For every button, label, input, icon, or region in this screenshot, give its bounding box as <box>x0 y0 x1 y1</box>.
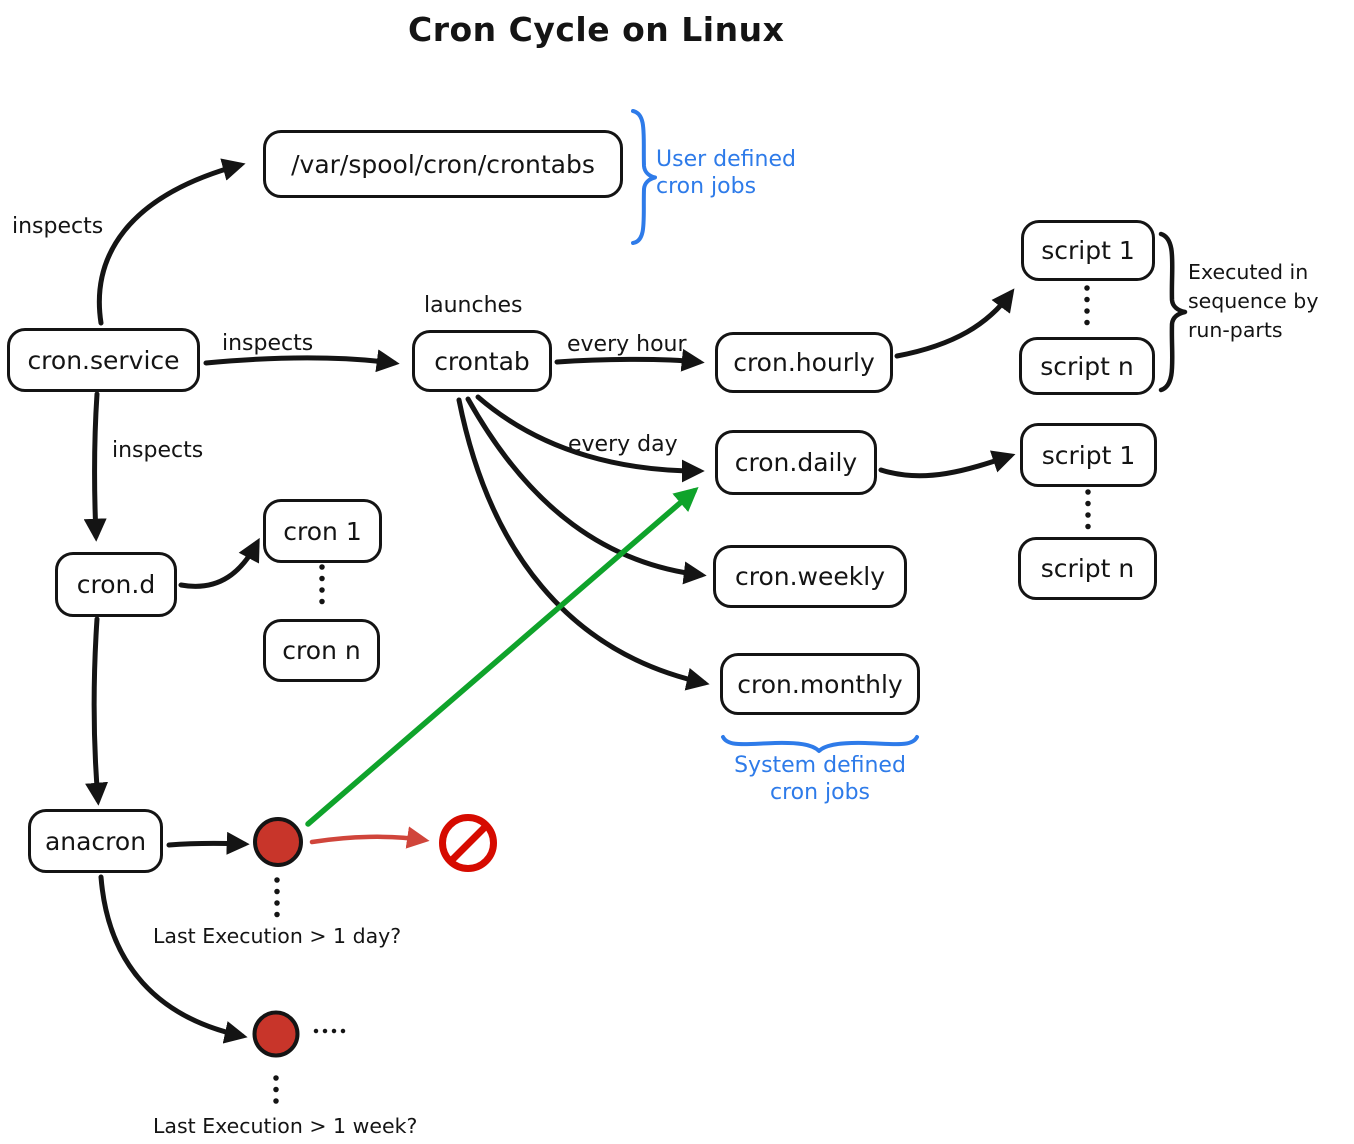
node-hourly-script-n-label: script n <box>1040 351 1134 381</box>
label-launches: launches <box>424 293 523 318</box>
node-cron-monthly-label: cron.monthly <box>737 669 903 699</box>
node-cron-n-label: cron n <box>282 636 361 665</box>
arrow-crontab-to-cron-hourly <box>554 348 705 372</box>
node-daily-script-n-label: script n <box>1040 554 1135 583</box>
node-cron-1-label: cron 1 <box>283 516 362 546</box>
arrow-day-check-to-skip <box>309 826 430 849</box>
label-inspects-cron-d: inspects <box>112 438 204 463</box>
arrow-anacron-to-week-check <box>98 874 248 1044</box>
node-cron-d-label: cron.d <box>76 570 156 599</box>
label-every-day: every day <box>568 432 678 457</box>
node-daily-script-1: script 1 <box>1020 423 1157 487</box>
node-hourly-script-n: script n <box>1019 337 1155 395</box>
arrow-day-check-to-cron-daily <box>305 487 699 827</box>
node-cron-weekly-label: cron.weekly <box>735 562 885 591</box>
arrow-crontab-to-cron-weekly <box>465 396 707 585</box>
annotation-run-parts: Executed in sequence by run-parts <box>1188 258 1318 345</box>
node-cron-service: cron.service <box>7 328 200 392</box>
node-cron-1: cron 1 <box>263 499 382 563</box>
page-title: Cron Cycle on Linux <box>408 10 785 49</box>
arrow-cron-hourly-to-script1 <box>894 288 1015 359</box>
arrow-cron-service-to-cron-d <box>83 391 107 542</box>
node-crontabs-file-label: /var/spool/cron/crontabs <box>291 149 595 179</box>
run-parts-brace <box>1158 231 1188 393</box>
arrow-crontab-to-cron-monthly <box>456 397 710 691</box>
annotation-user-defined-line1: User defined <box>656 147 796 172</box>
arrow-cron-d-to-anacron <box>85 616 109 806</box>
label-every-hour: every hour <box>567 332 687 357</box>
node-crontab: crontab <box>412 330 552 392</box>
node-daily-script-1-label: script 1 <box>1041 440 1136 470</box>
arrow-crontab-to-cron-daily <box>475 394 705 483</box>
annotation-run-parts-line3: run-parts <box>1188 318 1283 342</box>
annotation-run-parts-line1: Executed in <box>1188 260 1309 284</box>
system-defined-brace <box>721 735 919 753</box>
node-daily-script-n: script n <box>1018 537 1157 600</box>
user-defined-brace <box>631 109 657 245</box>
annotation-user-defined: User defined cron jobs <box>656 146 796 200</box>
annotation-system-defined: System defined cron jobs <box>718 752 922 806</box>
node-cron-monthly: cron.monthly <box>720 653 920 715</box>
annotation-system-defined-line2: cron jobs <box>769 780 871 805</box>
node-cron-hourly: cron.hourly <box>715 332 893 393</box>
node-cron-daily-label: cron.daily <box>734 448 858 477</box>
node-cron-service-label: cron.service <box>27 345 180 375</box>
node-cron-hourly-label: cron.hourly <box>733 348 875 377</box>
node-crontab-label: crontab <box>434 346 530 376</box>
node-cron-n: cron n <box>263 619 380 682</box>
annotation-system-defined-line1: System defined <box>734 753 906 778</box>
arrow-cron-service-to-crontabs <box>96 158 246 326</box>
node-cron-d: cron.d <box>55 552 177 617</box>
node-anacron-label: anacron <box>44 826 147 856</box>
day-check-circle <box>253 817 303 867</box>
node-hourly-script-1-label: script 1 <box>1041 236 1135 265</box>
node-hourly-script-1: script 1 <box>1021 220 1155 281</box>
node-cron-daily: cron.daily <box>715 430 877 495</box>
node-anacron: anacron <box>28 809 163 873</box>
annotation-run-parts-line2: sequence by <box>1188 289 1319 313</box>
annotation-user-defined-line2: cron jobs <box>656 174 757 199</box>
arrow-cron-daily-to-script1 <box>878 450 1016 479</box>
node-cron-weekly: cron.weekly <box>713 545 907 608</box>
arrow-cron-service-to-crontab <box>203 349 400 373</box>
node-crontabs-file: /var/spool/cron/crontabs <box>263 130 623 198</box>
no-run-icon <box>439 814 497 872</box>
arrow-cron-d-to-cron1 <box>178 537 260 589</box>
week-check-circle <box>252 1010 300 1058</box>
annotation-last-exec-day: Last Execution > 1 day? <box>153 924 402 948</box>
arrow-anacron-to-day-check <box>166 831 250 855</box>
label-inspects-crontab: inspects <box>222 331 314 356</box>
label-inspects-crontabs: inspects <box>12 214 104 239</box>
annotation-last-exec-week: Last Execution > 1 week? <box>153 1114 418 1138</box>
